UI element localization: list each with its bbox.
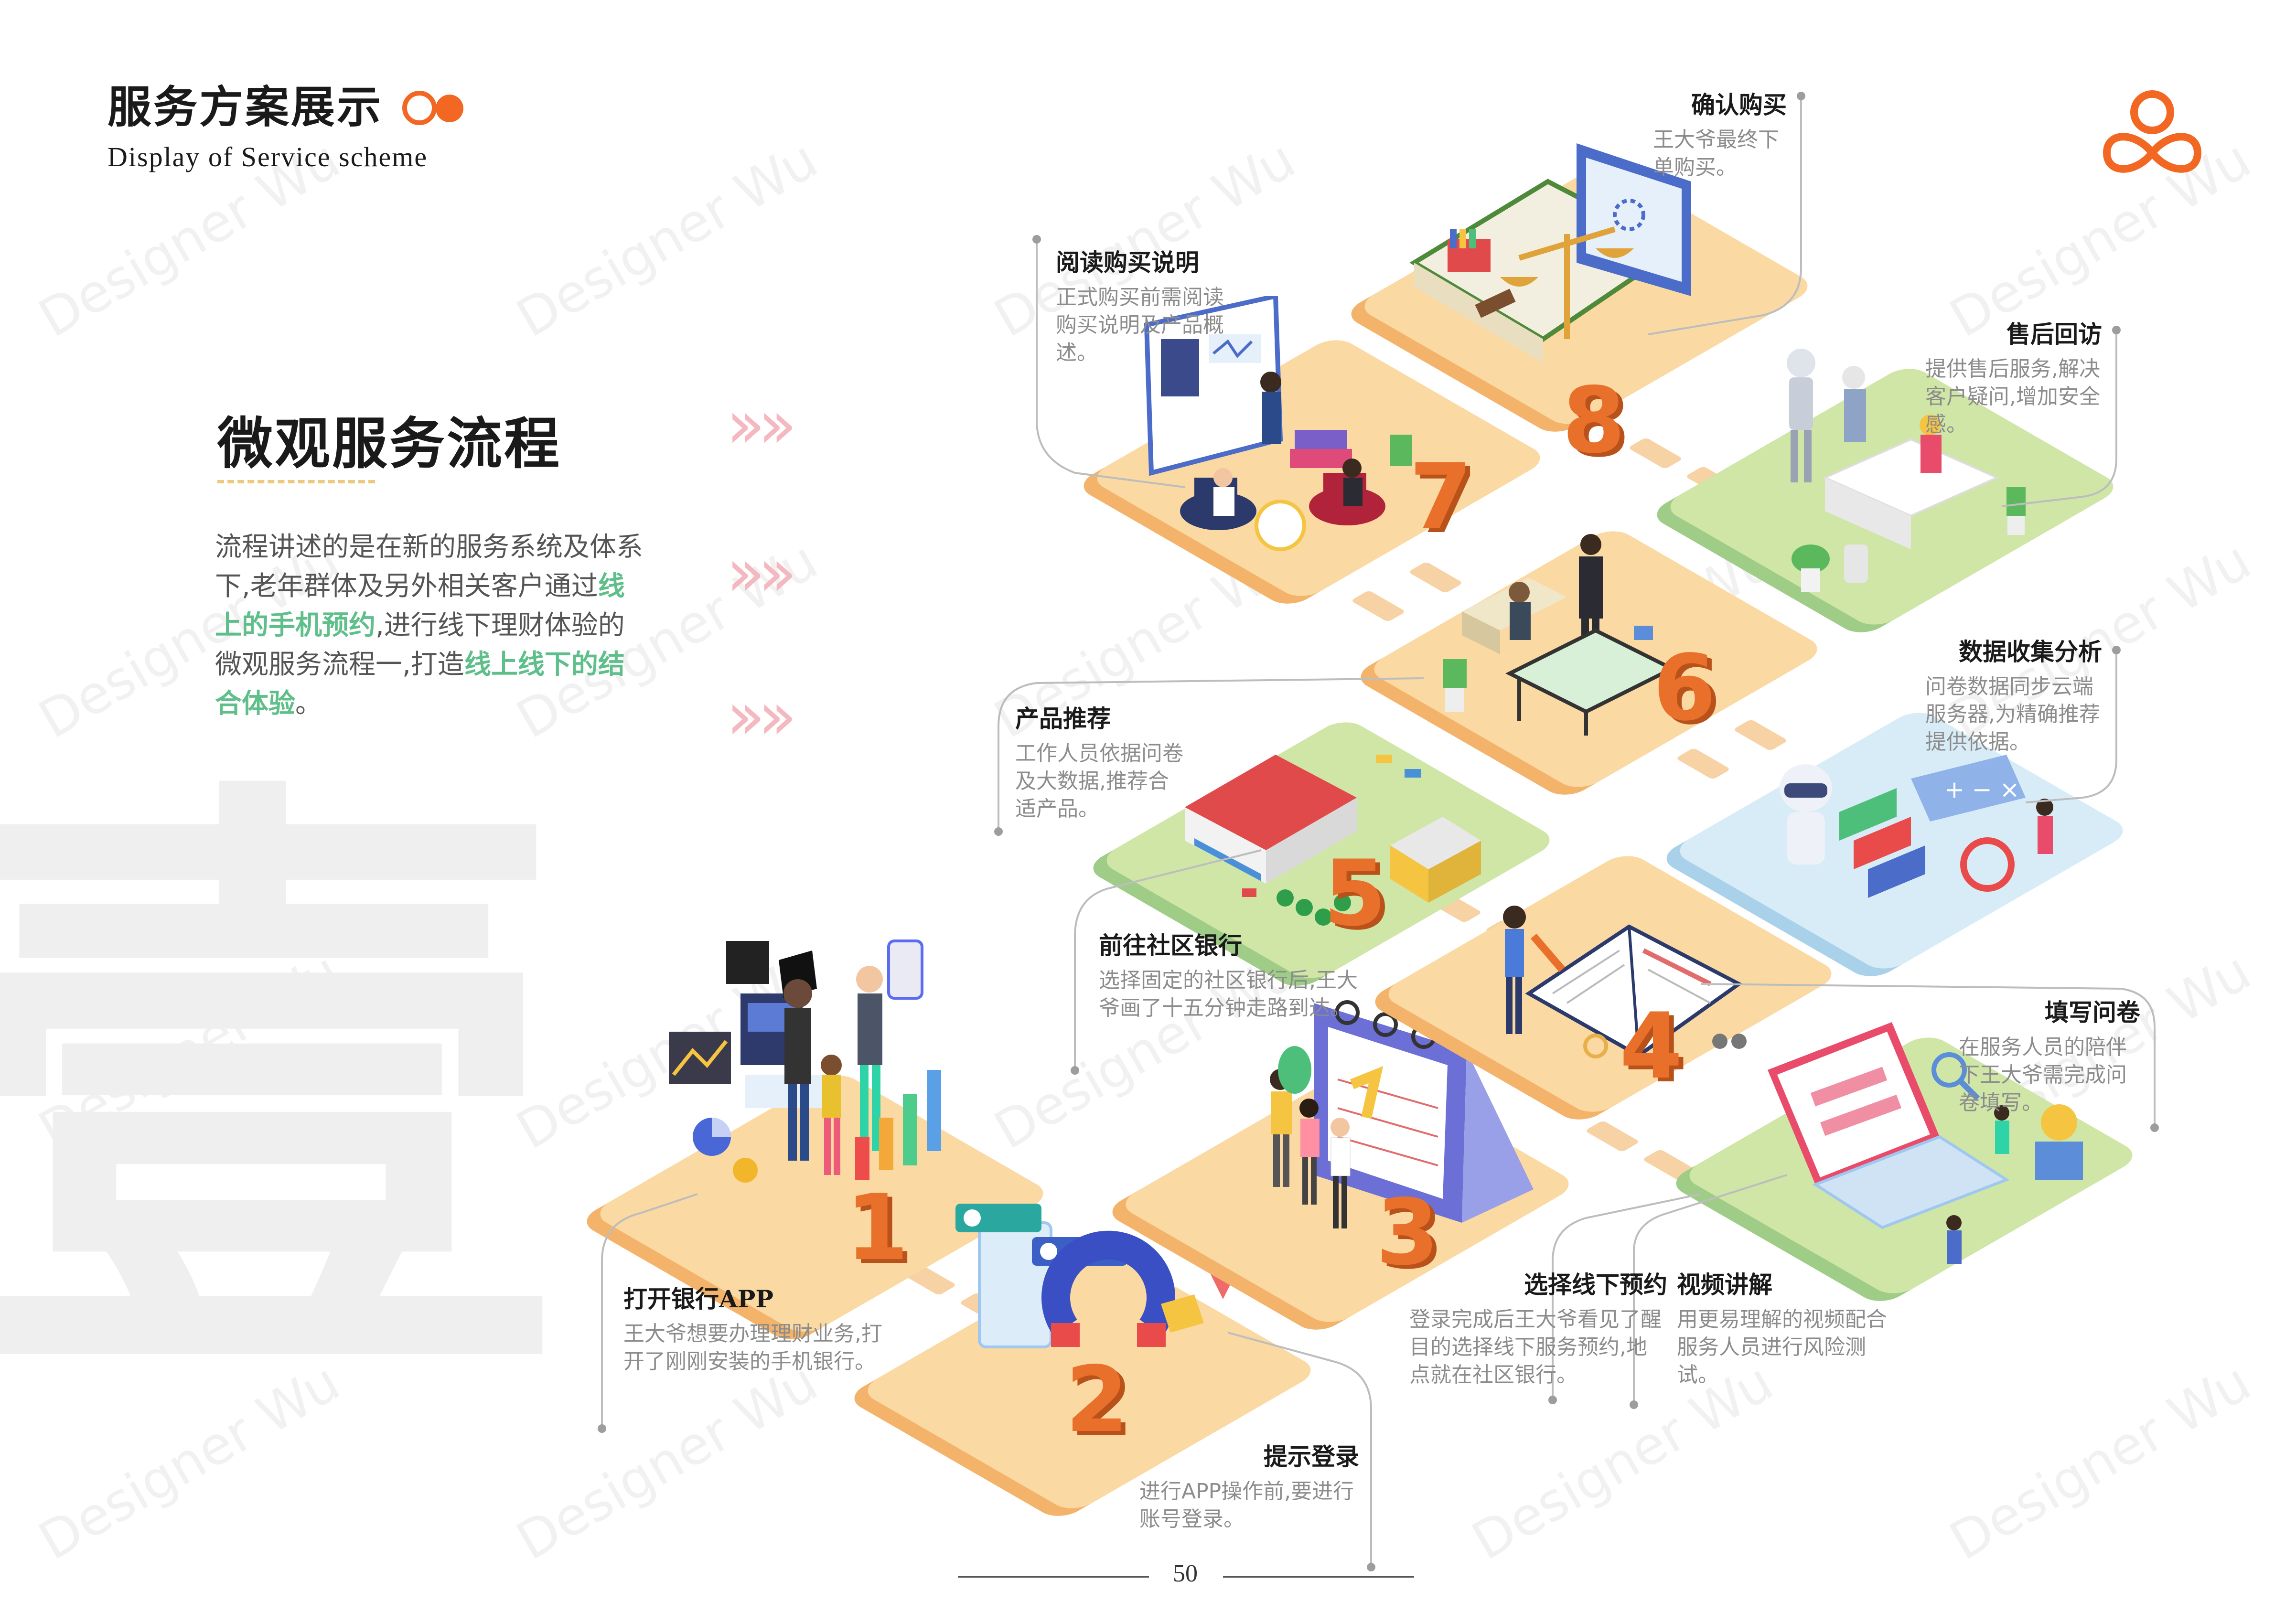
step-title: 视频讲解 xyxy=(1677,1271,1772,1299)
calendar-scene-icon xyxy=(1270,1000,1534,1228)
reading-lounge-scene-icon xyxy=(1144,296,1412,551)
step-label-6: 产品推荐 工作人员依据问卷及大数据,推荐合适产品。 xyxy=(1015,700,1187,823)
step-title: 提示登录 xyxy=(1264,1442,1359,1471)
step-description: 选择固定的社区银行后,王大爷画了十五分钟走路到达。 xyxy=(1099,968,1358,1020)
step-label-5: 前往社区银行 选择固定的社区银行后,王大爷画了十五分钟走路到达。 xyxy=(1099,927,1366,1022)
step-title: 打开银行APP xyxy=(623,1285,773,1313)
section-title: 微观服务流程 xyxy=(217,411,561,476)
step-title: 数据收集分析 xyxy=(1959,638,2102,666)
step-description: 工作人员依据问卷及大数据,推荐合适产品。 xyxy=(1015,741,1183,821)
connector-dot xyxy=(2112,326,2121,334)
connector-dot xyxy=(1630,1400,1638,1409)
side-label-aftersale: 售后回访 提供售后服务,解决客户疑问,增加安全感。 xyxy=(1925,315,2102,438)
title-divider xyxy=(217,480,375,483)
laptop-video-scene-icon xyxy=(1768,1022,2083,1264)
step-description: 王大爷想要办理理财业务,打开了刚刚安装的手机银行。 xyxy=(623,1322,882,1374)
step-number: 5 xyxy=(1323,841,1387,946)
page-number: 50 xyxy=(1173,1560,1198,1587)
step-number: 1 xyxy=(846,1175,909,1281)
highlight-text: 线上的手机预约 xyxy=(215,571,625,641)
infinity-circles-logo-icon xyxy=(2103,90,2202,173)
step-description: 问卷数据同步云端服务器,为精确推荐提供依据。 xyxy=(1925,674,2100,754)
connector-dot xyxy=(1071,1066,1079,1075)
highlight-text: 线上线下的结合体验 xyxy=(215,649,625,719)
step-description: 用更易理解的视频配合服务人员进行风险测试。 xyxy=(1677,1307,1887,1387)
step-label-7: 阅读购买说明 正式购买前需阅读购买说明及产品概述。 xyxy=(1056,244,1228,367)
page-title: 服务方案展示 xyxy=(107,81,383,133)
connector-dot xyxy=(2150,1123,2159,1132)
step-label-4: 填写问卷 在服务人员的陪伴下王大爷需完成问卷填写。 xyxy=(1959,993,2140,1117)
step-title: 产品推荐 xyxy=(1015,705,1111,733)
step-title: 填写问卷 xyxy=(2045,998,2140,1026)
scale-book-scene-icon xyxy=(1409,143,1691,363)
step-title: 阅读购买说明 xyxy=(1056,248,1199,277)
page-number-rule-right xyxy=(1223,1576,1414,1578)
step-title: 前往社区银行 xyxy=(1099,931,1242,960)
ring-dot-icon xyxy=(402,91,437,125)
step-description: 王大爷最终下单购买。 xyxy=(1653,128,1779,180)
step-label-2: 提示登录 进行APP操作前,要进行账号登录。 xyxy=(1139,1438,1359,1533)
step-number: 7 xyxy=(1409,444,1473,550)
background-big-character: 壹 xyxy=(0,729,564,1459)
step-number: 3 xyxy=(1376,1180,1439,1285)
step-description: 在服务人员的陪伴下王大爷需完成问卷填写。 xyxy=(1959,1035,2127,1115)
step-description: 登录完成后王大爷看见了醒目的选择线下服务预约,地点就在社区银行。 xyxy=(1409,1307,1662,1387)
step-label-3: 选择线下预约 登录完成后王大爷看见了醒目的选择线下服务预约,地点就在社区银行。 xyxy=(1409,1266,1667,1389)
step-title: 售后回访 xyxy=(2006,320,2102,348)
connector-dot xyxy=(1367,1563,1375,1571)
connector-dot xyxy=(2112,646,2121,654)
page-number-rule-left xyxy=(958,1576,1149,1578)
svg-text:+ − ×: + − × xyxy=(1944,776,2019,803)
step-label-1: 打开银行APP 王大爷想要办理理财业务,打开了刚刚安装的手机银行。 xyxy=(623,1280,901,1376)
step-description: 提供售后服务,解决客户疑问,增加安全感。 xyxy=(1925,357,2100,437)
side-label-data: 数据收集分析 问卷数据同步云端服务器,为精确推荐提供依据。 xyxy=(1925,633,2102,756)
step-number: 6 xyxy=(1653,635,1717,741)
office-desk-scene-icon xyxy=(1443,534,1676,736)
connector-dot xyxy=(598,1424,606,1433)
step-title: 选择线下预约 xyxy=(1524,1271,1667,1299)
step-description: 进行APP操作前,要进行账号登录。 xyxy=(1139,1479,1354,1531)
step-number: 2 xyxy=(1065,1347,1129,1452)
connector-dot xyxy=(1032,235,1041,244)
side-label-video: 视频讲解 用更易理解的视频配合服务人员进行风险测试。 xyxy=(1677,1266,1887,1389)
filled-dot-icon xyxy=(436,95,463,122)
step-description: 正式购买前需阅读购买说明及产品概述。 xyxy=(1056,285,1224,365)
phone-app-scene-icon xyxy=(669,940,941,1183)
step-title: 确认购买 xyxy=(1691,91,1787,119)
step-number: 4 xyxy=(1620,993,1683,1099)
community-bank-scene-icon xyxy=(1185,755,1481,926)
intro-paragraph: 流程讲述的是在新的服务系统及体系下,老年群体及另外相关客户通过线上的手机预约,进… xyxy=(215,532,643,719)
page-subtitle: Display of Service scheme xyxy=(107,141,428,172)
connector-dot xyxy=(994,827,1003,836)
robot-data-scene-icon: + − × xyxy=(1780,755,2053,898)
step-label-8: 确认购买 王大爷最终下单购买。 xyxy=(1653,86,1787,182)
robot-meeting-scene-icon xyxy=(1787,349,2026,592)
connector-dot xyxy=(1548,1396,1557,1404)
step-number: 8 xyxy=(1562,368,1626,473)
connector-dot xyxy=(1797,92,1805,100)
